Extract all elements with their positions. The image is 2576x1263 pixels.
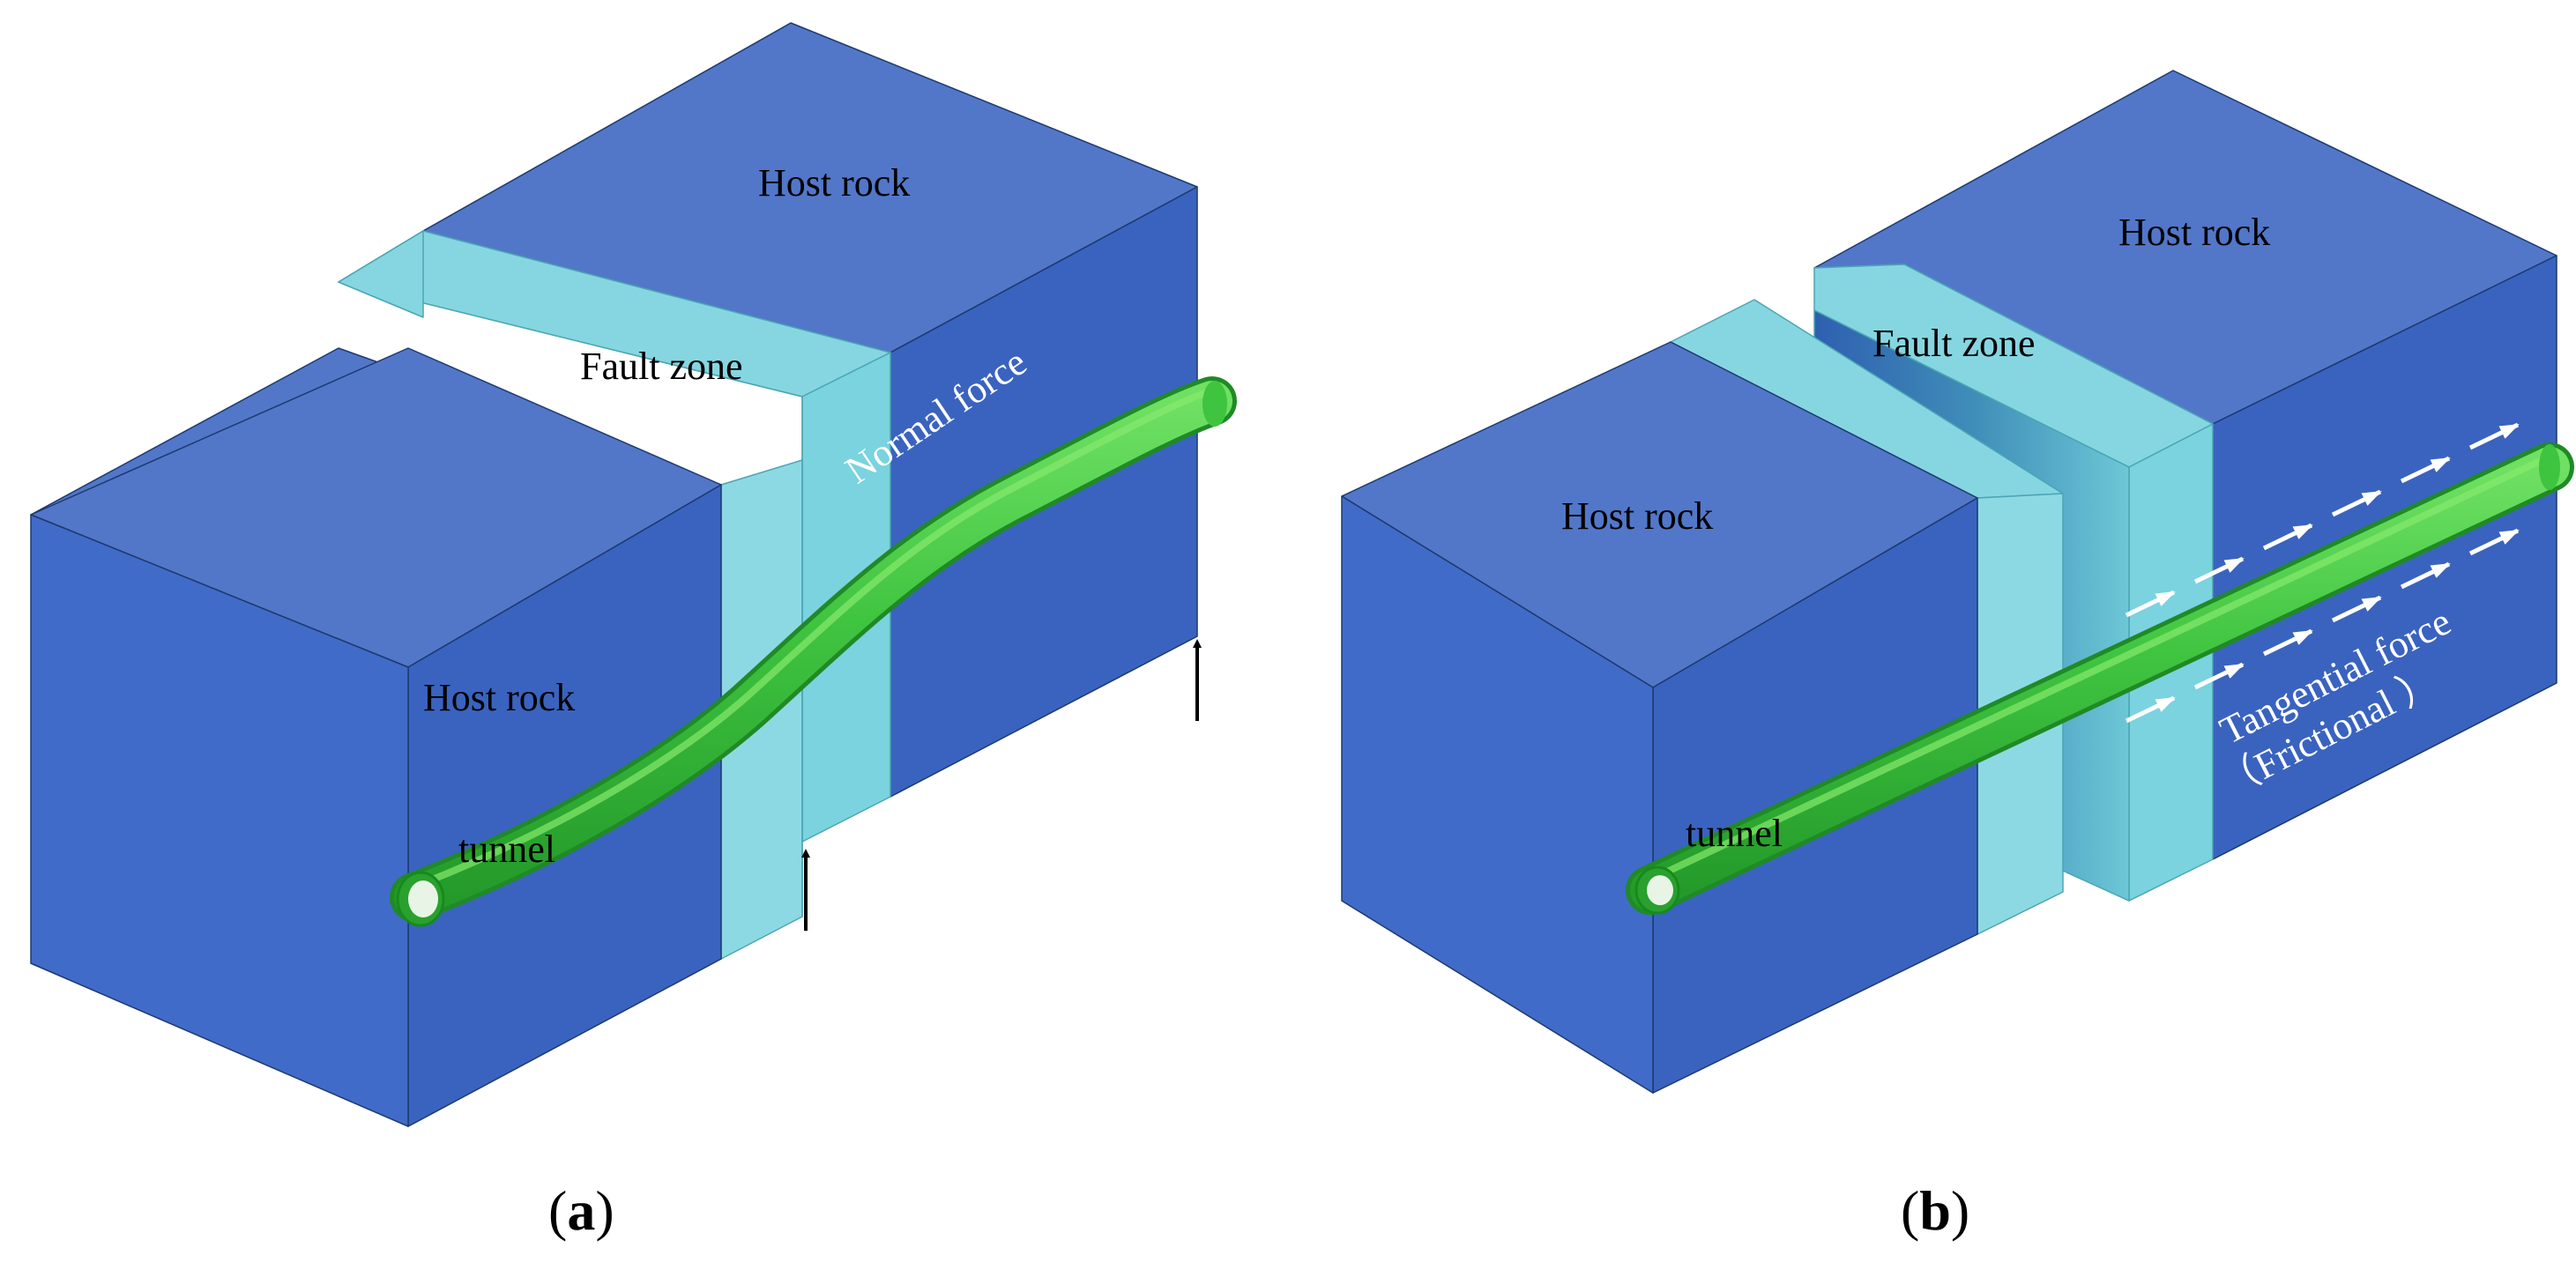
tunnel-label-b: tunnel <box>1686 812 1783 855</box>
tunnel-a <box>390 376 1237 927</box>
panel-label-a: (a) <box>548 1179 614 1242</box>
arrow-right-icon <box>2468 422 2520 450</box>
arrow-right-icon <box>2193 662 2245 690</box>
arrow-right-icon <box>2193 556 2245 584</box>
tangential-force-arrows <box>2125 422 2520 724</box>
panel-b: Host rock Fault zone Host rock tunnel Ta… <box>1341 70 2574 1242</box>
arrow-right-icon <box>2331 595 2382 623</box>
arrow-right-icon <box>2262 628 2313 657</box>
arrow-right-icon <box>2262 523 2313 551</box>
arrow-right-icon <box>2400 561 2451 590</box>
tunnel-b <box>1626 442 2574 915</box>
host-rock-top-label-a: Host rock <box>758 161 910 204</box>
host-rock-front-label-a: Host rock <box>423 676 575 719</box>
normal-force-arrows-a <box>801 639 1202 931</box>
arrow-right-icon <box>2331 489 2382 517</box>
fault-zone-label-a: Fault zone <box>580 345 743 388</box>
arrow-right-icon <box>2468 528 2520 556</box>
panel-a: Host rock Fault zone Normal force Host r… <box>30 22 1237 1242</box>
host-rock-back-label-b: Host rock <box>2118 211 2270 254</box>
host-rock-front-block-a <box>30 347 722 1127</box>
arrow-right-icon <box>2125 590 2176 618</box>
panel-label-b: (b) <box>1901 1179 1969 1242</box>
tunnel-label-a: tunnel <box>458 828 555 871</box>
fault-zone-label-b: Fault zone <box>1872 322 2036 365</box>
arrow-right-icon <box>2400 456 2451 484</box>
host-rock-front-block-b <box>1341 341 1978 1094</box>
host-rock-front-label-b: Host rock <box>1561 494 1713 538</box>
arrow-right-icon <box>2125 695 2176 724</box>
